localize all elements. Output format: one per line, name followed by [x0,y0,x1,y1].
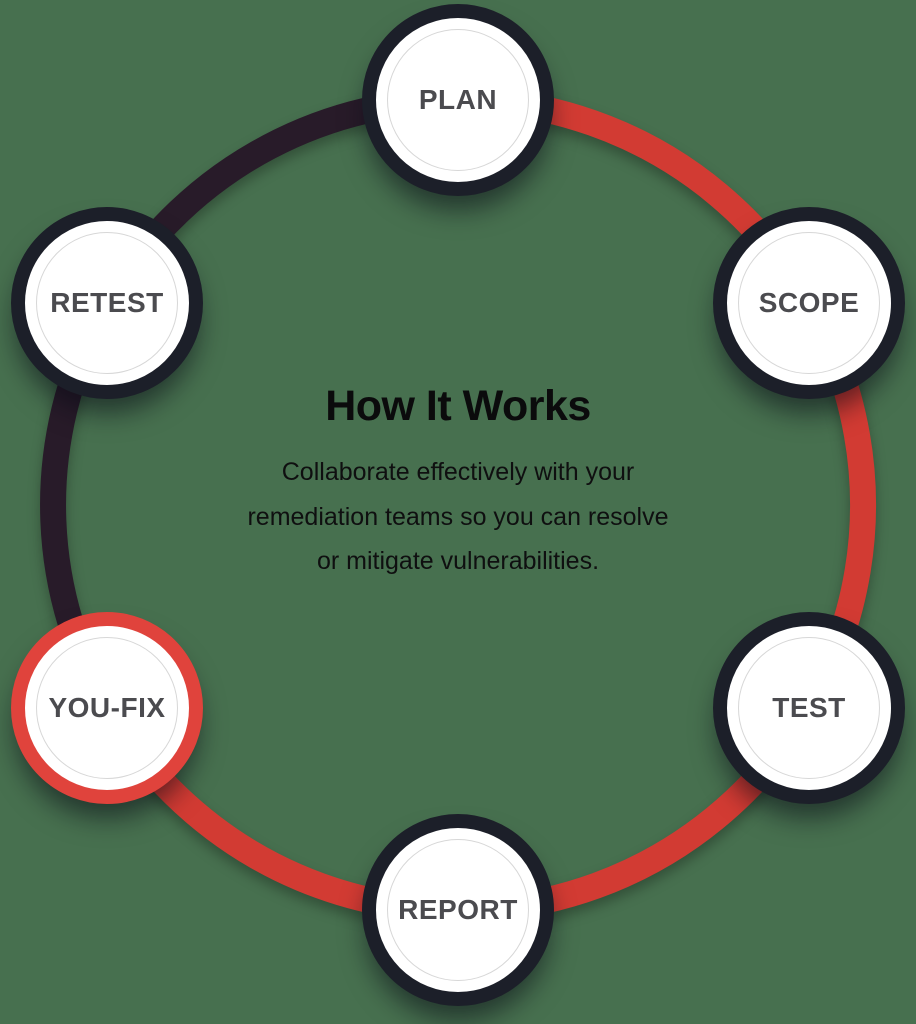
node-test-label: TEST [772,692,846,723]
node-report: REPORT [362,814,554,1006]
node-report-label: REPORT [398,894,518,925]
node-plan-label: PLAN [418,84,498,115]
node-you-fix: YOU-FIX [11,612,203,804]
node-retest: RETEST [11,207,203,399]
node-scope-label: SCOPE [758,287,860,318]
node-test: TEST [713,612,905,804]
node-scope: SCOPE [713,207,905,399]
page-subtitle: Collaborate effectively with your remedi… [247,458,669,576]
center-text-block: How It Works Collaborate effectively wit… [0,382,916,584]
node-retest-label: RETEST [50,287,164,318]
node-plan: PLAN [362,4,554,196]
page-title: How It Works [325,382,591,430]
node-you-fix-label: YOU-FIX [48,692,166,723]
